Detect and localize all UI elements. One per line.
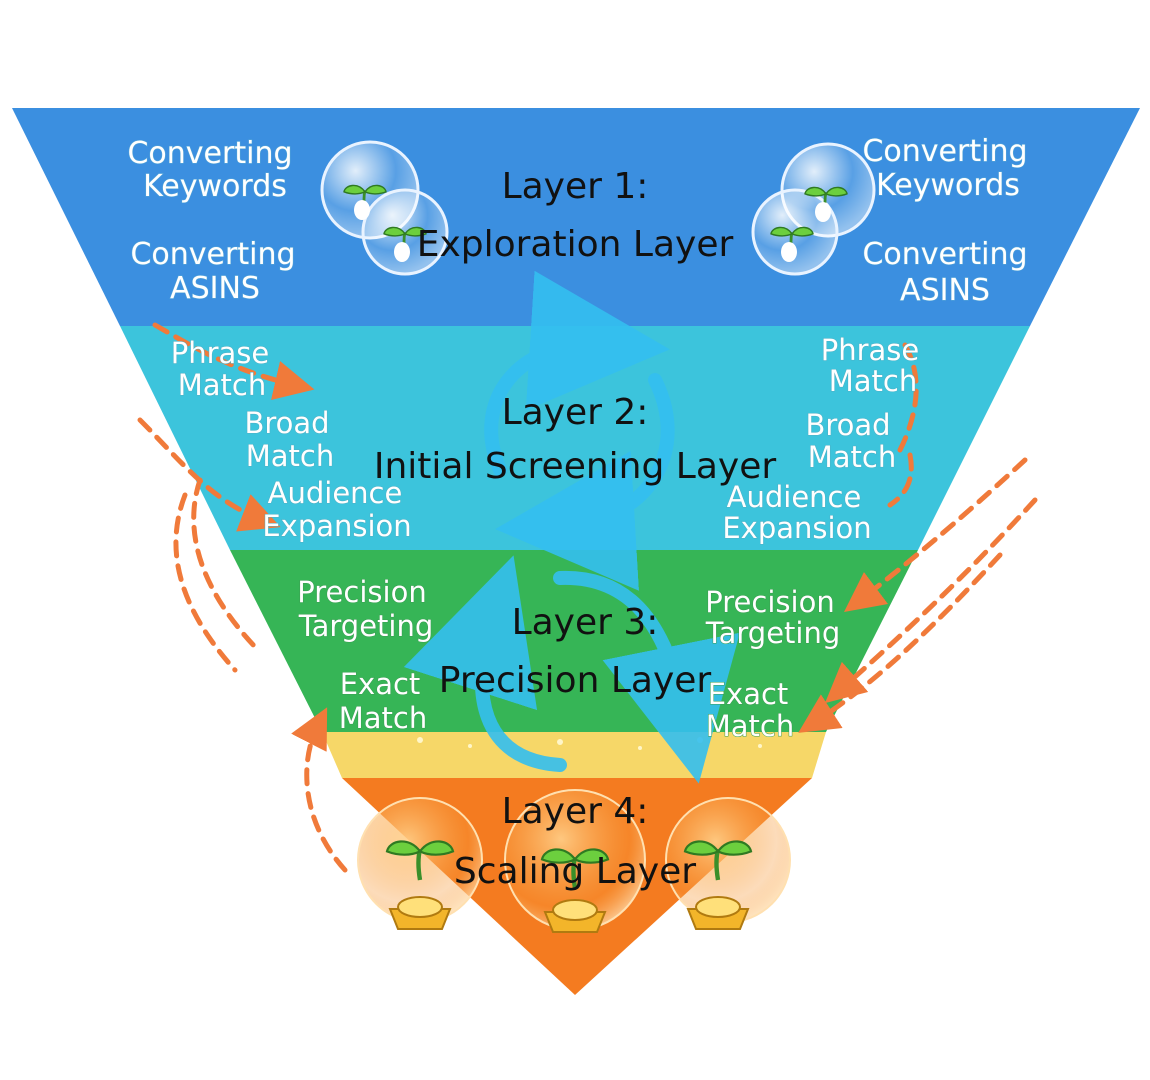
sprout-gold-ingot-icon xyxy=(357,789,791,933)
layer-2-right-item: Phrase xyxy=(821,333,920,367)
layer-2-title: Layer 2: xyxy=(502,392,649,433)
layer-2-left-item: Match xyxy=(246,439,335,473)
layer-3-left-item: Exact xyxy=(340,667,421,701)
seedling-bubble-icon xyxy=(751,142,876,276)
layer-3-left-item: Targeting xyxy=(298,609,434,643)
layer-2-right-item: Broad xyxy=(805,408,890,442)
layer-1-left-item: Keywords xyxy=(143,169,287,204)
layer-1-right-item: ASINS xyxy=(900,273,990,308)
layer-2-right-item: Match xyxy=(829,364,918,398)
layer-2-left-item: Broad xyxy=(244,406,329,440)
layer-3-title: Layer 3: xyxy=(512,602,659,643)
layer-3-subtitle: Precision Layer xyxy=(439,660,712,701)
layer-3-right-item: Precision xyxy=(705,585,834,619)
layer-1-subtitle: Exploration Layer xyxy=(417,224,734,265)
layer-2-left-item: Match xyxy=(178,368,267,402)
layer-3-right-item: Targeting xyxy=(705,616,841,650)
layer-2-left-item: Phrase xyxy=(171,336,270,370)
layer-2-left-item: Audience xyxy=(268,476,403,510)
layer-2-band xyxy=(120,326,1030,550)
layer-1-title: Layer 1: xyxy=(502,166,649,207)
layer-4-title: Layer 4: xyxy=(502,791,649,832)
layer-1-left-item: ASINS xyxy=(170,271,260,306)
layer-2-subtitle: Initial Screening Layer xyxy=(374,446,777,487)
layer-2-right-item: Match xyxy=(808,440,897,474)
layer-1-left-item: Converting xyxy=(130,237,295,272)
layer-1-right-item: Converting xyxy=(862,134,1027,169)
feedback-arrows xyxy=(137,322,1038,873)
layer-3-left-item: Precision xyxy=(297,575,426,609)
layer-3-band xyxy=(230,550,918,732)
layer-2-right-item: Audience xyxy=(727,480,862,514)
layer-3-left-item: Match xyxy=(339,701,428,735)
layer-3-right-item: Exact xyxy=(708,677,789,711)
layer-1-left-item: Converting xyxy=(127,136,292,171)
layer-2-right-item: Expansion xyxy=(722,511,871,545)
layer-1-right-item: Keywords xyxy=(876,168,1020,203)
layer-2-left-item: Expansion xyxy=(262,509,411,543)
cycle-arrow-icon xyxy=(403,270,740,784)
layer-1-right-item: Converting xyxy=(862,237,1027,272)
layer-4-subtitle: Scaling Layer xyxy=(454,851,696,892)
seedling-bubble-icon xyxy=(320,140,449,276)
layer-3-right-item: Match xyxy=(706,709,795,743)
